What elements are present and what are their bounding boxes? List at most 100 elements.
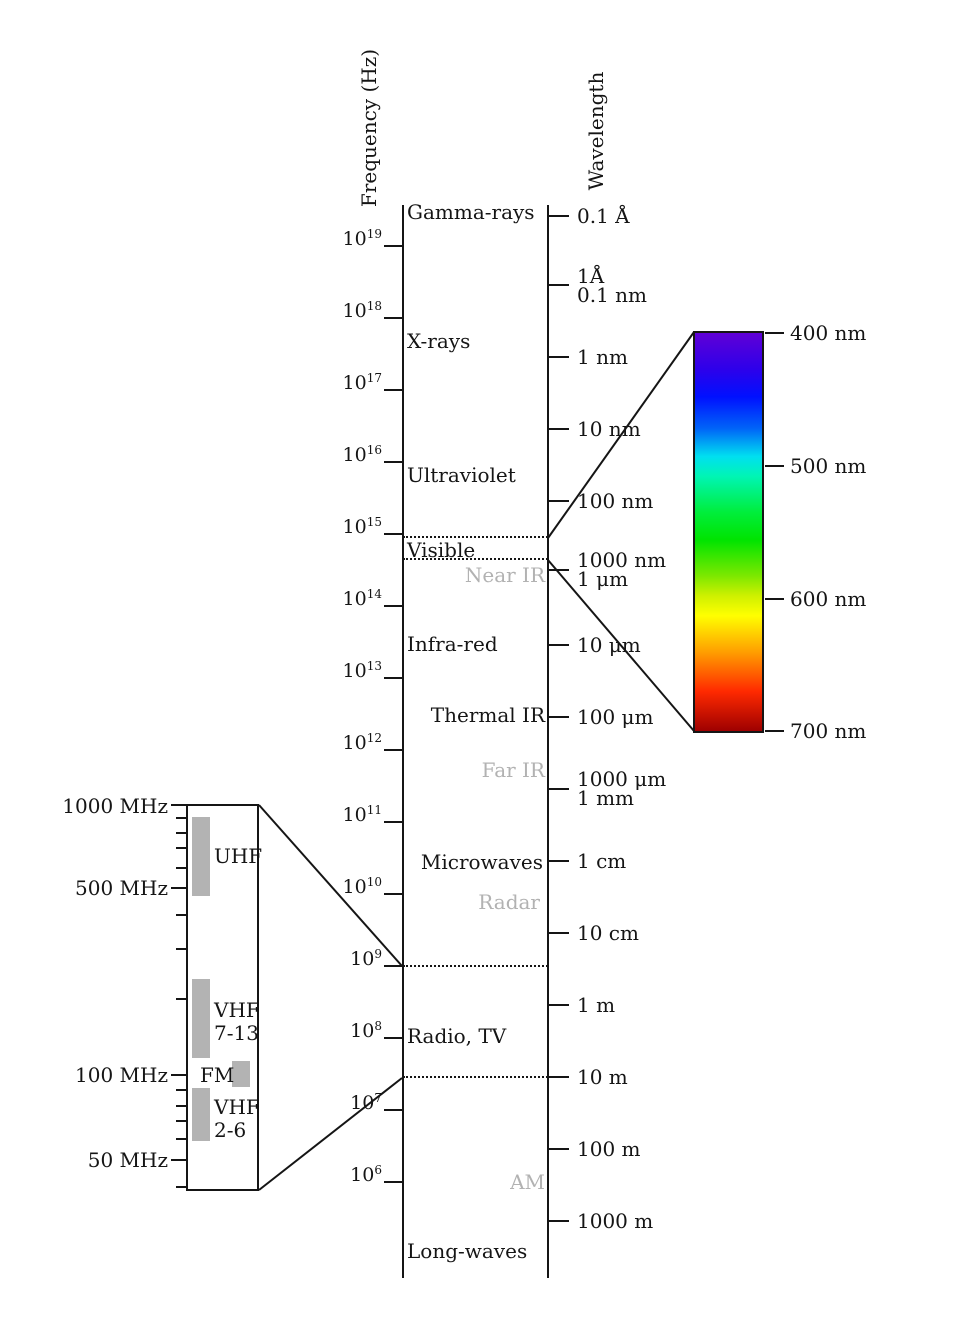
wavelength-axis-title: Wavelength: [584, 71, 608, 191]
wavelength-tick-line: [549, 932, 569, 934]
wavelength-tick-line: [549, 569, 569, 571]
wavelength-tick-line: [549, 215, 569, 217]
wavelength-tick-label-01-angstrom: 0.1 Å: [577, 204, 630, 228]
frequency-tick-label-1e16: 1016: [334, 441, 382, 465]
wavelength-tick-label-1nm: 1 nm: [577, 345, 628, 369]
inset-band-label-vhf-lower-channels: 2-6: [214, 1118, 247, 1142]
frequency-axis-title: Frequency (Hz): [357, 48, 381, 208]
inset-band-label-vhf-upper-channels: 7-13: [214, 1021, 259, 1045]
tick-base: 10: [342, 228, 367, 251]
inset-minor-tick: [176, 1186, 186, 1188]
tick-base: 10: [342, 516, 367, 539]
bar-tick-line-600nm: [765, 598, 784, 600]
tick-exp: 16: [366, 442, 382, 457]
tick-line1: 1Å: [577, 264, 605, 288]
wavelength-tick-line: [549, 1220, 569, 1222]
tick-exp: 10: [366, 874, 382, 889]
tick-base: 10: [342, 444, 367, 467]
tick-exp: 12: [366, 730, 382, 745]
frequency-axis-line: [402, 205, 404, 1278]
frequency-tick-label-1e12: 1012: [334, 729, 382, 753]
visible-band-upper-dotted-line: [403, 536, 548, 538]
frequency-tick-label-1e19: 1019: [334, 225, 382, 249]
frequency-tick-line: [384, 965, 402, 967]
wavelength-tick-line: [549, 284, 569, 286]
bar-tick-label-400nm: 400 nm: [790, 321, 867, 345]
uhf-band-bar: [192, 817, 210, 896]
vhf-7-13-band-bar: [192, 979, 210, 1058]
inset-minor-tick: [176, 998, 186, 1000]
inset-tick-line-50mhz: [171, 1159, 186, 1161]
frequency-tick-line: [384, 461, 402, 463]
inset-minor-tick: [176, 867, 186, 869]
inset-minor-tick: [176, 1138, 186, 1140]
wavelength-tick-line: [549, 644, 569, 646]
wavelength-tick-label-1-angstrom: 1Å 0.1 nm: [577, 264, 647, 305]
wavelength-tick-line: [549, 356, 569, 358]
inset-band-label-vhf-lower: VHF: [214, 1095, 260, 1119]
tick-exp: 9: [374, 946, 382, 961]
tick-base: 10: [342, 372, 367, 395]
wavelength-tick-label-1cm: 1 cm: [577, 849, 627, 873]
wavelength-tick-line: [549, 788, 569, 790]
wavelength-tick-line: [549, 1076, 569, 1078]
wavelength-tick-label-10um: 10 μm: [577, 633, 641, 657]
wavelength-tick-label-10nm: 10 nm: [577, 417, 641, 441]
frequency-tick-label-1e8: 108: [334, 1017, 382, 1041]
tick-base: 10: [342, 588, 367, 611]
band-label-radar: Radar: [478, 890, 540, 914]
tick-exp: 7: [374, 1090, 382, 1105]
band-label-ultraviolet: Ultraviolet: [407, 463, 516, 487]
tick-line1: 1000 μm: [577, 767, 667, 791]
band-label-far-ir: Far IR: [481, 758, 545, 782]
bar-tick-label-700nm: 700 nm: [790, 719, 867, 743]
wavelength-tick-line: [549, 1004, 569, 1006]
wavelength-tick-label-100m: 100 m: [577, 1137, 641, 1161]
inset-tick-line-500mhz: [171, 887, 186, 889]
frequency-tick-line: [384, 821, 402, 823]
frequency-tick-line: [384, 1037, 402, 1039]
visible-spectrum-bar: [693, 331, 764, 733]
bar-tick-line-500nm: [765, 465, 784, 467]
inset-tick-label-100mhz: 100 MHz: [75, 1063, 168, 1087]
frequency-tick-line: [384, 245, 402, 247]
band-label-near-ir: Near IR: [464, 563, 545, 587]
inset-minor-tick: [176, 1089, 186, 1091]
inset-minor-tick: [176, 832, 186, 834]
visible-band-lower-dotted-line: [403, 558, 548, 560]
frequency-tick-label-1e11: 1011: [334, 801, 382, 825]
frequency-tick-label-1e7: 107: [334, 1089, 382, 1113]
band-label-infra-red: Infra-red: [407, 632, 498, 656]
tick-base: 10: [342, 732, 367, 755]
inset-band-label-vhf-upper: VHF: [214, 998, 260, 1022]
frequency-tick-line: [384, 389, 402, 391]
inset-minor-tick: [176, 948, 186, 950]
frequency-tick-line: [384, 605, 402, 607]
fm-band-bar: [232, 1061, 250, 1087]
frequency-tick-label-1e17: 1017: [334, 369, 382, 393]
frequency-tick-label-1e15: 1015: [334, 513, 382, 537]
tick-exp: 17: [366, 370, 382, 385]
inset-tick-label-1000mhz: 1000 MHz: [62, 794, 168, 818]
wavelength-tick-label-1000m: 1000 m: [577, 1209, 654, 1233]
band-label-thermal-ir: Thermal IR: [430, 703, 545, 727]
radio-inset-box: [186, 804, 259, 1191]
wavelength-tick-label-1000um: 1000 μm 1 mm: [577, 767, 667, 808]
tick-exp: 8: [374, 1018, 382, 1033]
tick-exp: 11: [366, 802, 382, 817]
wavelength-tick-label-100nm: 100 nm: [577, 489, 654, 513]
tick-exp: 14: [366, 586, 382, 601]
tick-base: 10: [350, 1092, 375, 1115]
inset-band-label-fm: FM: [200, 1063, 235, 1087]
frequency-tick-line: [384, 1109, 402, 1111]
wavelength-tick-label-1m: 1 m: [577, 993, 616, 1017]
tick-exp: 15: [366, 514, 382, 529]
band-label-long-waves: Long-waves: [407, 1239, 528, 1263]
band-label-microwaves: Microwaves: [420, 850, 543, 874]
inset-tick-line-1000mhz: [171, 804, 186, 806]
tick-line2: 1 μm: [577, 567, 629, 591]
tick-exp: 18: [366, 298, 382, 313]
vhf-2-6-band-bar: [192, 1088, 210, 1141]
wavelength-tick-line: [549, 428, 569, 430]
